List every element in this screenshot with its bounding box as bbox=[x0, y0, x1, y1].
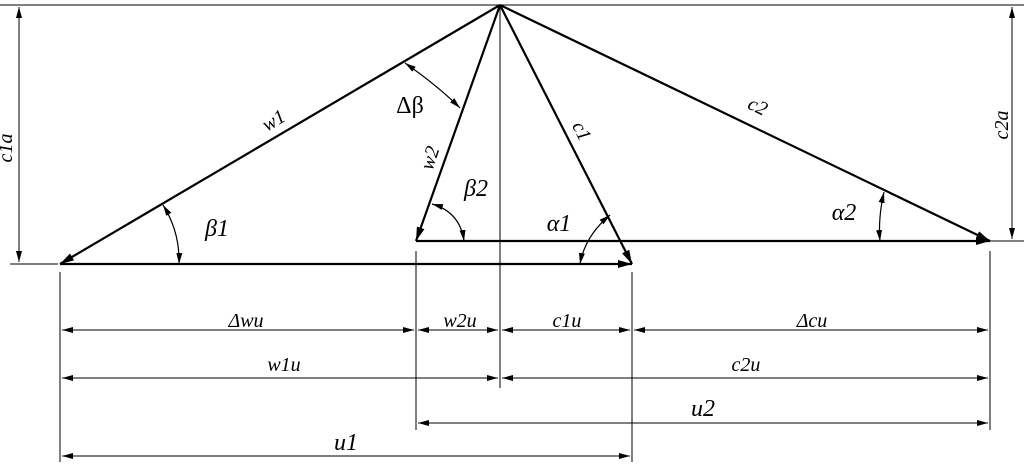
w2-label: w2 bbox=[416, 144, 444, 173]
w2u-label: w2u bbox=[443, 310, 476, 332]
u2-label: u2 bbox=[691, 396, 715, 422]
c2-label: c2 bbox=[744, 93, 771, 121]
c2u-label: c2u bbox=[732, 354, 761, 376]
alpha1-arc bbox=[578, 214, 611, 265]
beta2-label: β2 bbox=[463, 176, 488, 202]
alpha1-label: α1 bbox=[547, 211, 572, 237]
u1-label: u1 bbox=[334, 430, 358, 456]
c1-vector bbox=[499, 4, 633, 265]
beta1-label: β1 bbox=[204, 216, 229, 242]
delta-beta-arc bbox=[404, 62, 461, 109]
delta-wu-label: Δwu bbox=[227, 310, 263, 332]
delta-beta-label: Δβ bbox=[396, 93, 424, 119]
delta-cu-label: Δcu bbox=[796, 310, 828, 332]
c1u-label: c1u bbox=[553, 310, 582, 332]
w1-vector bbox=[59, 4, 501, 265]
w1u-label: w1u bbox=[267, 354, 300, 376]
alpha2-label: α2 bbox=[832, 200, 857, 226]
beta2-arc bbox=[431, 203, 466, 242]
alpha2-arc bbox=[876, 191, 885, 242]
c2-vector bbox=[499, 4, 991, 242]
c2a-label: c2a bbox=[991, 111, 1013, 140]
w2-vector bbox=[414, 4, 502, 242]
c1a-label: c1a bbox=[0, 134, 17, 163]
c1-label: c1 bbox=[567, 118, 595, 145]
beta1-arc bbox=[162, 204, 183, 265]
